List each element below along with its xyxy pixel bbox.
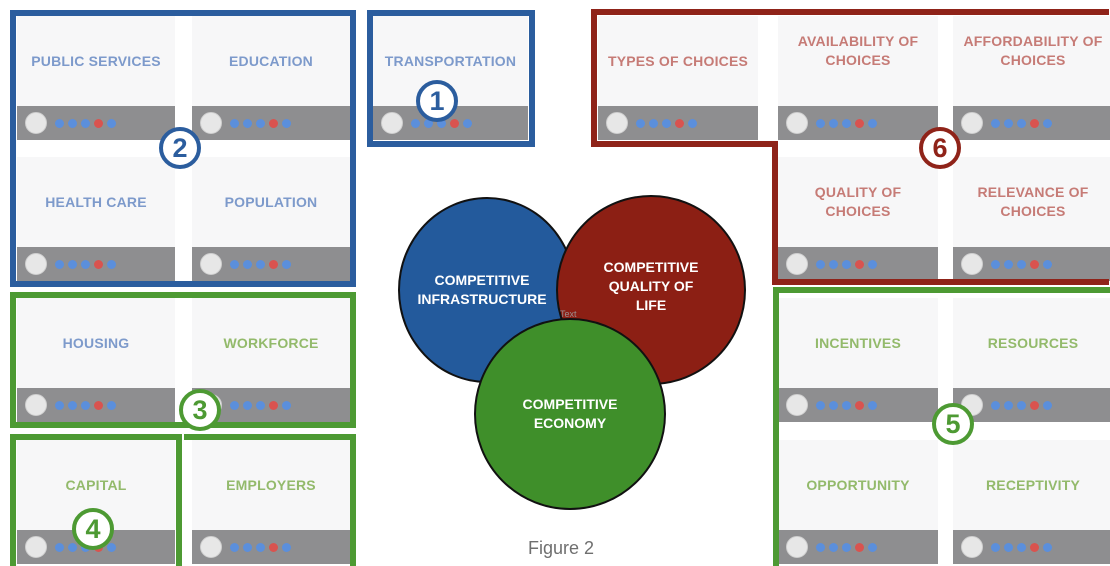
tile-types-of-choices: TYPES OF CHOICES bbox=[598, 16, 758, 140]
avatar bbox=[200, 112, 222, 134]
call-controls bbox=[411, 119, 472, 128]
call-controls bbox=[636, 119, 697, 128]
avatar bbox=[25, 536, 47, 558]
tile-label: HOUSING bbox=[17, 298, 175, 388]
tile-label: OPPORTUNITY bbox=[778, 440, 938, 530]
tile-education: EDUCATION bbox=[192, 16, 350, 140]
tile-transportation: TRANSPORTATION bbox=[373, 16, 528, 140]
avatar bbox=[606, 112, 628, 134]
tile-label: TYPES OF CHOICES bbox=[598, 16, 758, 106]
group-frame-3-lower bbox=[184, 434, 356, 566]
avatar bbox=[961, 536, 983, 558]
tile-toolbar bbox=[17, 388, 175, 422]
badge-5: 5 bbox=[932, 403, 974, 445]
tile-label: WORKFORCE bbox=[192, 298, 350, 388]
tile-label: QUALITY OF CHOICES bbox=[778, 157, 938, 247]
tile-label: RECEPTIVITY bbox=[953, 440, 1110, 530]
tile-public-services: PUBLIC SERVICES bbox=[17, 16, 175, 140]
call-controls bbox=[816, 260, 877, 269]
group-frame-2 bbox=[10, 10, 356, 287]
call-controls bbox=[230, 543, 291, 552]
tile-toolbar bbox=[953, 247, 1110, 281]
call-controls bbox=[816, 119, 877, 128]
avatar bbox=[786, 253, 808, 275]
call-controls bbox=[991, 260, 1052, 269]
tile-health-care: HEALTH CARE bbox=[17, 157, 175, 281]
tile-toolbar bbox=[778, 530, 938, 564]
tile-label: PUBLIC SERVICES bbox=[17, 16, 175, 106]
call-controls bbox=[991, 401, 1052, 410]
tile-toolbar bbox=[192, 247, 350, 281]
badge-3: 3 bbox=[179, 389, 221, 431]
call-controls bbox=[230, 260, 291, 269]
call-controls bbox=[230, 401, 291, 410]
tile-toolbar bbox=[17, 106, 175, 140]
tile-toolbar bbox=[17, 247, 175, 281]
venn-label-infrastructure: COMPETITIVE INFRASTRUCTURE bbox=[417, 272, 547, 307]
call-controls bbox=[55, 260, 116, 269]
tile-incentives: INCENTIVES bbox=[778, 298, 938, 422]
tile-toolbar bbox=[778, 106, 938, 140]
badge-6: 6 bbox=[919, 127, 961, 169]
tile-toolbar bbox=[778, 247, 938, 281]
tile-label: AVAILABILITY OF CHOICES bbox=[778, 16, 938, 106]
avatar bbox=[961, 253, 983, 275]
tile-employers: EMPLOYERS bbox=[192, 440, 350, 564]
avatar bbox=[961, 112, 983, 134]
tile-toolbar bbox=[778, 388, 938, 422]
tile-opportunity: OPPORTUNITY bbox=[778, 440, 938, 564]
tile-label: POPULATION bbox=[192, 157, 350, 247]
avatar bbox=[786, 112, 808, 134]
group-frame-4 bbox=[10, 434, 182, 566]
avatar bbox=[381, 112, 403, 134]
tile-population: POPULATION bbox=[192, 157, 350, 281]
group-frame-1 bbox=[367, 10, 535, 147]
tile-toolbar bbox=[192, 106, 350, 140]
call-controls bbox=[55, 119, 116, 128]
tile-label: EDUCATION bbox=[192, 16, 350, 106]
badge-4: 4 bbox=[72, 508, 114, 550]
tile-quality-of-choices: QUALITY OF CHOICES bbox=[778, 157, 938, 281]
avatar bbox=[25, 253, 47, 275]
call-controls bbox=[991, 119, 1052, 128]
avatar bbox=[25, 394, 47, 416]
tile-relevance-of-choices: RELEVANCE OF CHOICES bbox=[953, 157, 1110, 281]
tile-label: RESOURCES bbox=[953, 298, 1110, 388]
group-frame-5 bbox=[773, 287, 1110, 566]
call-controls bbox=[55, 401, 116, 410]
tile-receptivity: RECEPTIVITY bbox=[953, 440, 1110, 564]
venn-label-economy: COMPETITIVE ECONOMY bbox=[522, 396, 618, 431]
avatar bbox=[786, 394, 808, 416]
badge-2: 2 bbox=[159, 127, 201, 169]
avatar bbox=[25, 112, 47, 134]
call-controls bbox=[230, 119, 291, 128]
tile-label: INCENTIVES bbox=[778, 298, 938, 388]
tile-label: AFFORDABILITY OF CHOICES bbox=[953, 16, 1110, 106]
tile-toolbar bbox=[953, 530, 1110, 564]
figure-caption: Figure 2 bbox=[528, 538, 595, 558]
avatar bbox=[786, 536, 808, 558]
tile-label: HEALTH CARE bbox=[17, 157, 175, 247]
venn-label-quality-of-life: COMPETITIVE QUALITY OF LIFE bbox=[603, 258, 699, 313]
tile-affordability-of-choices: AFFORDABILITY OF CHOICES bbox=[953, 16, 1110, 140]
group-frame-3 bbox=[10, 292, 356, 428]
badge-1: 1 bbox=[416, 80, 458, 122]
call-controls bbox=[816, 543, 877, 552]
tile-housing: HOUSING bbox=[17, 298, 175, 422]
call-controls bbox=[991, 543, 1052, 552]
tile-label: EMPLOYERS bbox=[192, 440, 350, 530]
avatar bbox=[200, 253, 222, 275]
tile-resources: RESOURCES bbox=[953, 298, 1110, 422]
tile-toolbar bbox=[598, 106, 758, 140]
tile-label: RELEVANCE OF CHOICES bbox=[953, 157, 1110, 247]
call-controls bbox=[816, 401, 877, 410]
venn-small-text: Text bbox=[560, 309, 577, 319]
avatar bbox=[200, 536, 222, 558]
tile-toolbar bbox=[192, 530, 350, 564]
venn-circle-economy: COMPETITIVE ECONOMY bbox=[474, 318, 666, 510]
tile-availability-of-choices: AVAILABILITY OF CHOICES bbox=[778, 16, 938, 140]
tile-toolbar bbox=[953, 106, 1110, 140]
